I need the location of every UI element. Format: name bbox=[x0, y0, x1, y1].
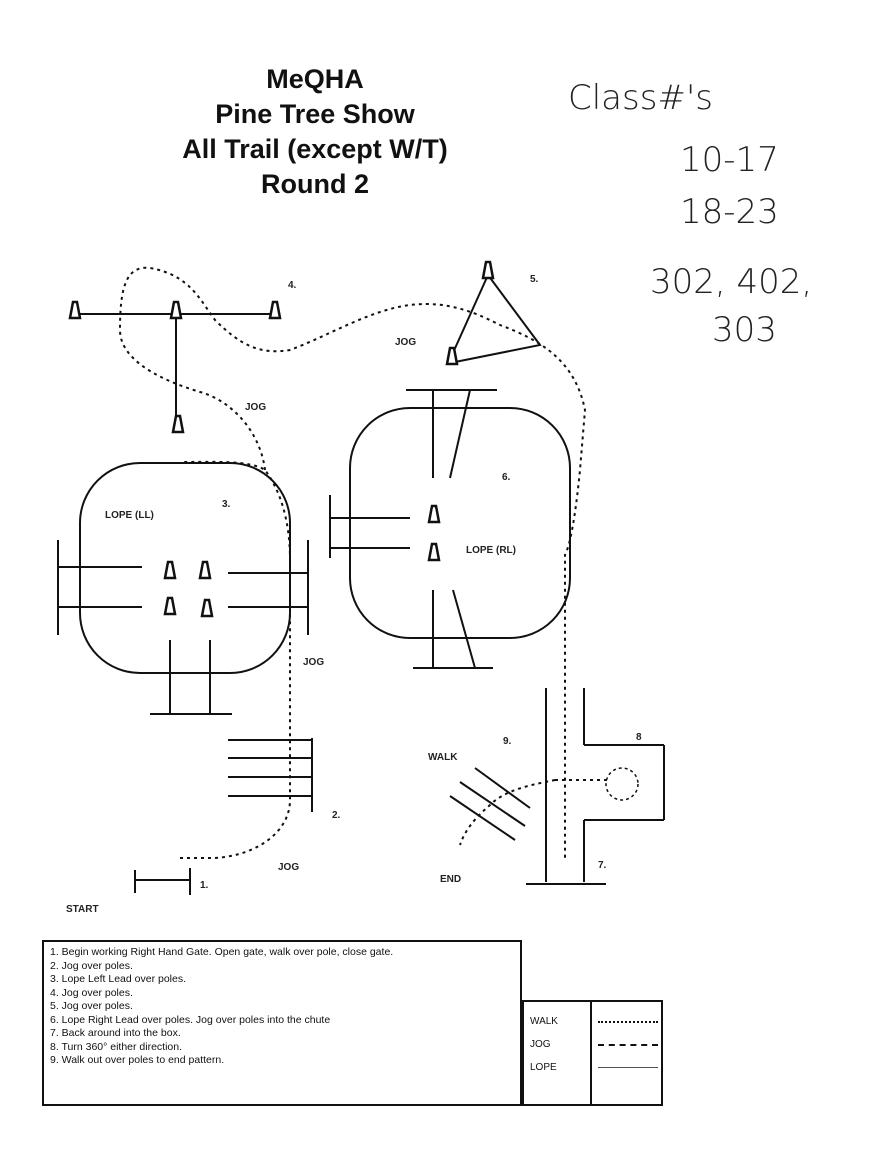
cone-icon bbox=[268, 300, 282, 320]
gait-label: JOG bbox=[303, 657, 324, 668]
trail-pattern-diagram: 4. 5. JOG JOG 3. LOPE (LL) 6. LOPE (RL) … bbox=[57, 260, 665, 915]
gait-label: JOG bbox=[278, 862, 299, 873]
handwritten-class-range: 10-17 bbox=[680, 140, 779, 180]
lope-path-rl bbox=[349, 407, 571, 639]
step-item: 1. Begin working Right Hand Gate. Open g… bbox=[50, 946, 394, 958]
obstacle-number: 9. bbox=[503, 736, 512, 747]
jog-line-sample bbox=[598, 1043, 658, 1046]
cone-icon bbox=[481, 260, 495, 280]
handwritten-class-list: 303 bbox=[712, 310, 777, 350]
obstacle-number: 3. bbox=[222, 499, 231, 510]
title-line: All Trail (except W/T) bbox=[182, 134, 448, 164]
gait-legend: WALK JOG LOPE bbox=[522, 1000, 663, 1106]
gait-label: WALK bbox=[428, 752, 458, 763]
step-item: 9. Walk out over poles to end pattern. bbox=[50, 1054, 225, 1066]
step-item: 6. Lope Right Lead over poles. Jog over … bbox=[50, 1013, 331, 1026]
step-item: 5. Jog over poles. bbox=[50, 1000, 133, 1012]
obstacle-number: 2. bbox=[332, 810, 341, 821]
jog-path bbox=[118, 266, 587, 860]
cone-icon bbox=[427, 542, 441, 562]
handwritten-class-range: 18-23 bbox=[680, 192, 779, 232]
end-label: END bbox=[440, 874, 461, 885]
obstacle-number: 5. bbox=[530, 274, 539, 285]
pattern-steps-list: 1. Begin working Right Hand Gate. Open g… bbox=[42, 940, 522, 1106]
legend-label: JOG bbox=[530, 1039, 551, 1050]
handwritten-class-list: 302, 402, bbox=[650, 262, 813, 302]
obstacle-number: 8 bbox=[636, 732, 642, 743]
title-line: Round 2 bbox=[261, 169, 369, 199]
gait-label: LOPE (LL) bbox=[105, 510, 154, 521]
walk-path bbox=[459, 779, 556, 846]
gait-label: LOPE (RL) bbox=[466, 545, 516, 556]
handwritten-class-heading: Class#'s bbox=[568, 78, 713, 118]
walk-line-sample bbox=[598, 1020, 658, 1023]
lope-line-sample bbox=[598, 1067, 658, 1068]
legend-label: LOPE bbox=[530, 1062, 557, 1073]
cone-icon bbox=[198, 560, 212, 580]
start-label: START bbox=[66, 904, 99, 915]
step-item: 4. Jog over poles. bbox=[50, 986, 133, 999]
legend-label: WALK bbox=[530, 1016, 558, 1027]
title-line: MeQHA bbox=[266, 64, 364, 94]
cone-icon bbox=[200, 598, 214, 618]
cone-icon bbox=[171, 414, 185, 434]
pole bbox=[451, 274, 489, 356]
step-item: 3. Lope Left Lead over poles. bbox=[50, 973, 187, 985]
pole bbox=[454, 274, 542, 363]
jog-path bbox=[180, 460, 291, 859]
obstacle-number: 4. bbox=[288, 280, 297, 291]
pattern-title: MeQHA Pine Tree Show All Trail (except W… bbox=[140, 62, 490, 202]
step-item: 8. Turn 360° either direction. bbox=[50, 1040, 183, 1053]
step-item: 2. Jog over poles. bbox=[50, 959, 133, 972]
cone-icon bbox=[68, 300, 82, 320]
title-line: Pine Tree Show bbox=[215, 99, 415, 129]
turn-360-circle bbox=[605, 767, 639, 801]
gait-label: JOG bbox=[245, 402, 266, 413]
obstacle-number: 1. bbox=[200, 880, 209, 891]
cone-icon bbox=[445, 346, 459, 366]
obstacle-number: 7. bbox=[598, 860, 607, 871]
obstacle-number: 6. bbox=[502, 472, 511, 483]
step-item: 7. Back around into the box. bbox=[50, 1027, 181, 1039]
cone-icon bbox=[163, 596, 177, 616]
cone-icon bbox=[169, 300, 183, 320]
cone-icon bbox=[427, 504, 441, 524]
cone-icon bbox=[163, 560, 177, 580]
gait-label: JOG bbox=[395, 337, 416, 348]
